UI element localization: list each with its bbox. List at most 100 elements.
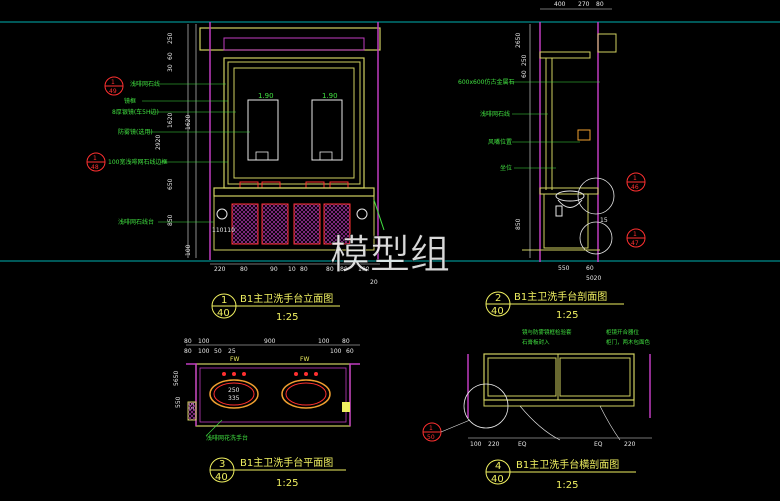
svg-text:镜框: 镜框 [124, 97, 136, 105]
svg-text:2: 2 [495, 293, 501, 304]
svg-text:50: 50 [427, 434, 435, 441]
view-title: B1主卫洗手台横剖面图 [516, 458, 619, 471]
cornice-inner [223, 37, 365, 51]
svg-text:100: 100 [470, 441, 482, 448]
svg-text:550: 550 [175, 396, 182, 408]
svg-text:100宽浅啡网石线边框: 100宽浅啡网石线边框 [108, 158, 167, 166]
svg-text:40: 40 [215, 472, 228, 483]
svg-text:8厚银镜(车5H边): 8厚银镜(车5H边) [112, 108, 159, 116]
watermark-text: 模型组 [330, 232, 450, 278]
svg-text:浅啡网石线: 浅啡网石线 [480, 110, 510, 118]
svg-text:250: 250 [228, 387, 240, 394]
svg-text:1: 1 [429, 425, 433, 432]
section-view: 400 270 80 2650 250 60 850 15 600x600仿古金… [458, 1, 646, 282]
view-title: B1主卫洗手台平面图 [240, 456, 333, 469]
cross-section-view: 镜与防雾镜框检验套 石膏板封入 柜镜开合器位 柜门，两木包面色 1 50 100… [422, 328, 652, 448]
callout-1-50[interactable]: 1 50 [422, 422, 442, 442]
svg-text:浅啡网石线台: 浅啡网石线台 [118, 218, 154, 226]
svg-text:250: 250 [521, 54, 528, 66]
svg-text:1:25: 1:25 [556, 310, 578, 321]
plan-note: 浅啡网花洗手台 [206, 434, 248, 442]
svg-text:100: 100 [330, 348, 342, 355]
vanity-cabinet [213, 195, 375, 251]
svg-text:20: 20 [370, 279, 378, 286]
cabinet-door [323, 203, 351, 245]
callout-1-49[interactable]: 1 49 [104, 76, 124, 96]
outlet-icon [356, 208, 368, 220]
basin-right [281, 379, 331, 409]
svg-text:40: 40 [491, 306, 504, 317]
mirror-label-left: 1.90 [258, 92, 274, 100]
svg-text:80: 80 [326, 266, 334, 273]
title-block-4[interactable]: 4 40 B1主卫洗手台横剖面图 1:25 [485, 458, 636, 491]
svg-text:4: 4 [495, 461, 501, 472]
svg-text:3: 3 [219, 459, 225, 470]
svg-text:25: 25 [228, 348, 236, 355]
mirror-frame-2 [227, 61, 361, 185]
title-block-3[interactable]: 3 40 B1主卫洗手台平面图 1:25 [209, 456, 346, 489]
svg-text:220: 220 [624, 441, 636, 448]
title-block-1[interactable]: 1 40 B1主卫洗手台立面图 1:25 [211, 292, 340, 323]
svg-text:60: 60 [586, 265, 594, 272]
elevation-side-dims: 250 60 30 1620 1620 2920 650 850 100 [155, 32, 192, 256]
svg-text:650: 650 [167, 178, 174, 190]
svg-text:80: 80 [240, 266, 248, 273]
cross-notes: 镜与防雾镜框检验套 石膏板封入 柜镜开合器位 柜门，两木包面色 [522, 328, 651, 346]
callout-1-48[interactable]: 1 48 [86, 152, 106, 172]
callout-1-46[interactable]: 1 46 [626, 172, 646, 192]
svg-text:80: 80 [340, 266, 348, 273]
view-title: B1主卫洗手台剖面图 [514, 290, 607, 303]
svg-text:柜门，两木包面色: 柜门，两木包面色 [606, 338, 651, 346]
mirror-inner-frame [233, 67, 355, 179]
svg-text:80: 80 [342, 338, 350, 345]
svg-text:1: 1 [111, 79, 115, 86]
plan-top-dims: 80 100 900 100 80 80 100 50 25 100 60 [184, 338, 354, 355]
faucet-marks [239, 181, 349, 189]
elevation-view: 1.90 1.90 110110 250 60 [86, 22, 385, 286]
svg-text:浅啡网石线: 浅啡网石线 [130, 80, 160, 88]
section-side-dims: 2650 250 60 850 15 [515, 33, 608, 230]
svg-text:80: 80 [300, 266, 308, 273]
svg-text:60: 60 [346, 348, 354, 355]
elevation-tag: 110110 [212, 227, 235, 234]
cabinet-door [293, 203, 321, 245]
svg-text:FW: FW [300, 356, 309, 363]
basin-left [209, 379, 259, 409]
svg-text:40: 40 [217, 308, 230, 319]
svg-text:2650: 2650 [515, 33, 522, 48]
plan-view: 80 100 900 100 80 80 100 50 25 100 60 25… [173, 338, 360, 442]
svg-text:防雾镜(选用): 防雾镜(选用) [118, 128, 153, 136]
svg-text:60: 60 [167, 52, 174, 60]
svg-text:1620: 1620 [185, 115, 192, 130]
svg-text:49: 49 [109, 88, 117, 95]
svg-text:600x600仿古金属石: 600x600仿古金属石 [458, 78, 514, 86]
svg-text:220: 220 [488, 441, 500, 448]
svg-text:1: 1 [633, 175, 637, 182]
anti-fog-mirror-left [247, 99, 279, 161]
mirror-outer-frame [223, 57, 365, 189]
svg-text:30: 30 [167, 64, 174, 72]
svg-text:850: 850 [515, 218, 522, 230]
svg-text:EQ: EQ [518, 441, 527, 448]
svg-text:1:25: 1:25 [276, 478, 298, 489]
svg-text:FW: FW [230, 356, 239, 363]
svg-text:5650: 5650 [173, 371, 180, 386]
callout-1-47[interactable]: 1 47 [626, 228, 646, 248]
ceiling-cornice [199, 27, 381, 51]
view-title: B1主卫洗手台立面图 [240, 292, 333, 305]
svg-text:坐位: 坐位 [500, 164, 512, 172]
svg-text:80: 80 [184, 338, 192, 345]
svg-text:40: 40 [491, 474, 504, 485]
svg-text:100: 100 [198, 338, 210, 345]
svg-text:46: 46 [631, 184, 639, 191]
svg-text:80: 80 [596, 1, 604, 8]
title-block-2[interactable]: 2 40 B1主卫洗手台剖面图 1:25 [485, 290, 624, 321]
svg-text:镜与防雾镜框检验套: 镜与防雾镜框检验套 [522, 328, 572, 336]
section-bottom-dims: 550 60 5020 [558, 265, 601, 282]
svg-text:60: 60 [521, 70, 528, 78]
svg-text:15: 15 [600, 217, 608, 224]
svg-text:100: 100 [318, 338, 330, 345]
svg-text:柜镜开合器位: 柜镜开合器位 [606, 328, 640, 336]
svg-text:80: 80 [184, 348, 192, 355]
